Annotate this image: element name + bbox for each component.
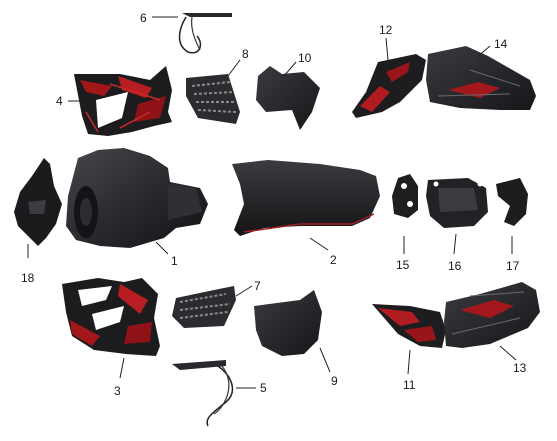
leader-line-11 [407, 349, 411, 375]
callout-7: 7 [254, 279, 261, 293]
leader-line-3 [119, 357, 125, 379]
leader-lines [27, 16, 517, 389]
part-7-lower-grille [172, 286, 236, 328]
part-10-inner-panel [256, 66, 320, 130]
callout-13: 13 [513, 361, 527, 375]
callout-18: 18 [21, 271, 35, 285]
callout-4: 4 [56, 94, 63, 108]
part-18-front-cowl [14, 158, 62, 246]
part-1-fuel-tank [66, 148, 208, 248]
leader-line-10 [283, 61, 297, 77]
callout-8: 8 [242, 47, 249, 61]
callout-14: 14 [494, 37, 508, 51]
part-2-seat [232, 160, 380, 236]
leader-line-2 [309, 237, 329, 251]
part-14-rear-tail-panel [426, 46, 536, 110]
leader-line-12 [385, 37, 389, 61]
leader-line-14 [475, 45, 491, 59]
part-5-cable-bracket [172, 360, 234, 427]
leader-line-1 [155, 241, 169, 255]
callout-11: 11 [403, 378, 416, 392]
part-8-upper-grille [186, 74, 240, 124]
callout-3: 3 [114, 384, 121, 398]
callout-1: 1 [171, 254, 178, 268]
callout-17: 17 [506, 259, 520, 273]
part-4-left-upper-side-panel [74, 66, 172, 136]
part-11-right-lower-cover [372, 304, 446, 348]
leader-line-7 [235, 285, 253, 297]
leader-line-9 [319, 347, 331, 373]
callout-9: 9 [331, 374, 338, 388]
leader-line-13 [499, 345, 517, 361]
callout-10: 10 [298, 51, 312, 65]
callout-15: 15 [396, 258, 410, 272]
part-15-bracket [392, 174, 418, 218]
callout-5: 5 [260, 381, 267, 395]
part-13-rear-lower-panel [444, 282, 540, 348]
part-17-rear-bracket [496, 178, 528, 226]
callout-12: 12 [379, 23, 393, 37]
callout-16: 16 [448, 259, 462, 273]
part-3-left-lower-side-panel [62, 278, 160, 356]
leader-line-16 [453, 233, 457, 255]
leader-line-8 [227, 59, 241, 77]
part-9-lower-inner-panel [254, 290, 322, 356]
part-16-tail-housing [426, 178, 488, 228]
part-6-cable-bracket [178, 13, 232, 54]
part-12-right-upper-cover [352, 54, 426, 118]
callout-2: 2 [330, 253, 337, 267]
callout-6: 6 [140, 11, 147, 25]
